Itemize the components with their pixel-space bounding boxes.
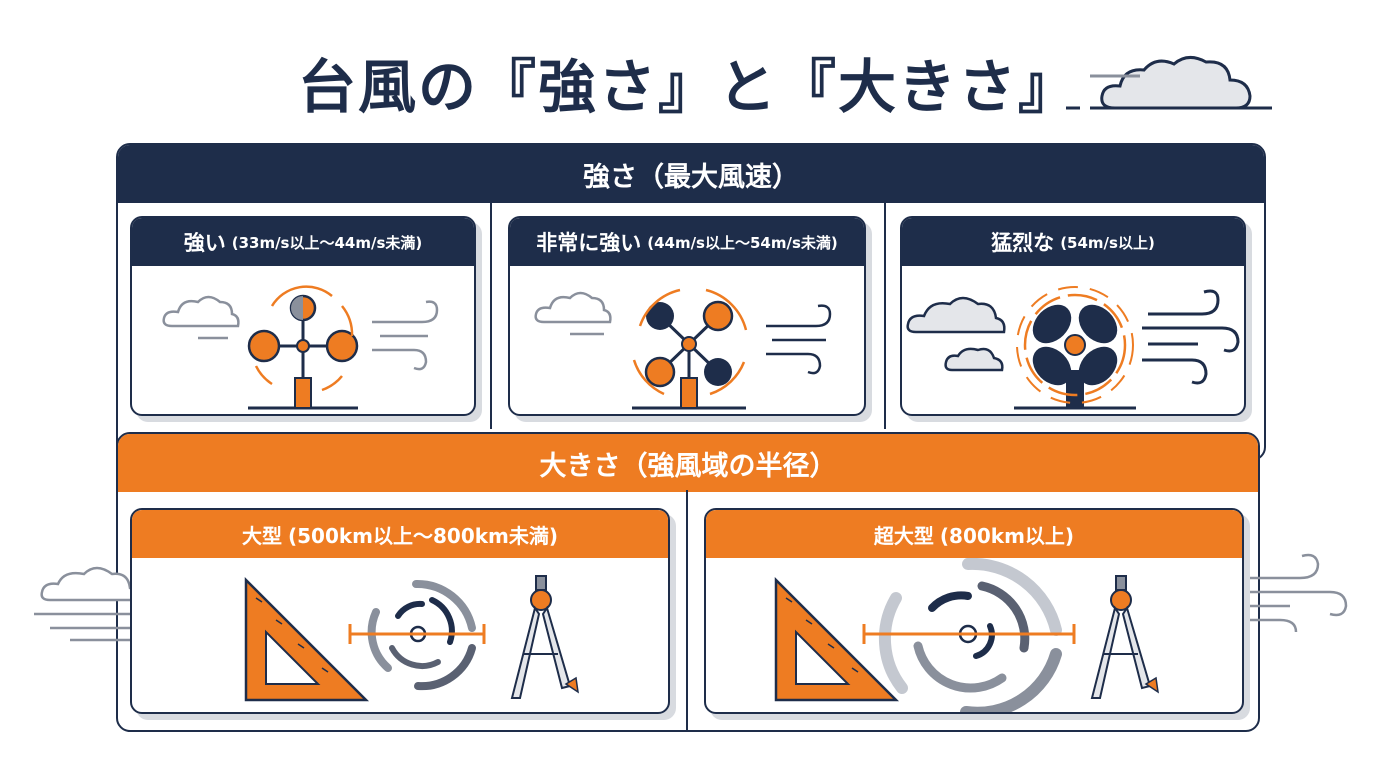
card-range: (500km以上〜800km未満) <box>287 523 559 548</box>
card-title: 強い <box>183 231 226 255</box>
size-header: 大きさ（強風域の半径） <box>118 434 1258 492</box>
card-title: 非常に強い <box>536 231 642 255</box>
page-title: 台風の『強さ』と『大きさ』 <box>297 53 1078 121</box>
divider <box>490 201 492 429</box>
typhoon-icon <box>367 579 476 691</box>
card-strong: 強い (33m/s以上〜44m/s未満) <box>130 216 476 416</box>
strength-header: 強さ（最大風速） <box>118 145 1264 203</box>
compass-icon <box>510 575 579 699</box>
card-violent: 猛烈な (54m/s以上) <box>900 216 1246 416</box>
card-header: 非常に強い (44m/s以上〜54m/s未満) <box>510 218 864 266</box>
card-large: 大型 (500km以上〜800km未満) <box>130 508 670 714</box>
card-header: 強い (33m/s以上〜44m/s未満) <box>132 218 474 266</box>
card-range: (54m/s以上) <box>1060 233 1155 252</box>
card-title: 超大型 <box>873 523 934 548</box>
card-title: 大型 <box>241 523 282 548</box>
compass-icon <box>1090 575 1159 699</box>
divider <box>884 201 886 429</box>
card-very-strong: 非常に強い (44m/s以上〜54m/s未満) <box>508 216 866 416</box>
card-range: (33m/s以上〜44m/s未満) <box>231 233 423 252</box>
typhoon-measure-icon <box>774 558 1159 712</box>
card-extra-large: 超大型 (800km以上) <box>704 508 1244 714</box>
typhoon-icon <box>878 558 1062 712</box>
anemometer-icon <box>162 285 439 410</box>
card-header: 超大型 (800km以上) <box>706 510 1242 558</box>
wind-icon <box>1180 553 1348 633</box>
typhoon-measure-icon <box>244 575 579 702</box>
card-title: 猛烈な <box>991 231 1055 255</box>
anemometer-icon <box>534 288 832 410</box>
card-range: (800km以上) <box>939 523 1075 548</box>
card-header: 猛烈な (54m/s以上) <box>902 218 1244 266</box>
card-range: (44m/s以上〜54m/s未満) <box>647 233 838 252</box>
card-header: 大型 (500km以上〜800km未満) <box>132 510 668 558</box>
fan-icon <box>906 286 1240 410</box>
cloud-icon <box>1066 56 1272 110</box>
divider <box>686 490 688 730</box>
